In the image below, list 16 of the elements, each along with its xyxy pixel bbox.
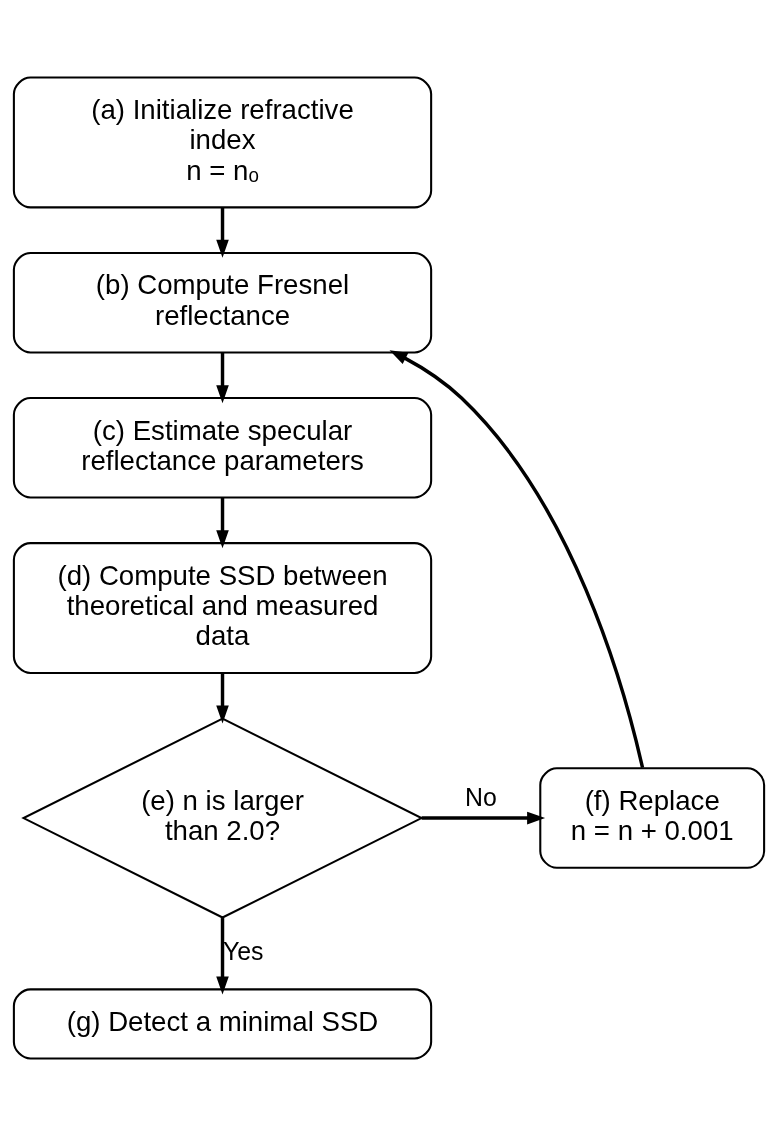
arrow (216, 497, 229, 549)
arrow (216, 207, 229, 258)
node-box: (a) Initialize refractive index n = nₒ (12, 76, 433, 209)
node-box: (f) Replace n = n + 0.001 (539, 767, 766, 869)
edge-label: Yes (222, 936, 264, 965)
arrow (216, 352, 229, 404)
arrow (216, 918, 229, 995)
node-box: (b) Compute Fresnel reflectance (12, 251, 433, 354)
arrow (216, 673, 229, 724)
node-box: (c) Estimate specular reflectance parameters (12, 397, 433, 499)
edge-label: No (464, 783, 497, 812)
node-box: (d) Compute SSD between theoretical and measured data (12, 542, 433, 675)
node-box: (g) Detect a minimal SSD (12, 988, 433, 1060)
node-diamond: (e) n is larger than 2.0? (21, 717, 424, 919)
arrow (421, 811, 546, 825)
arrow (389, 350, 645, 769)
